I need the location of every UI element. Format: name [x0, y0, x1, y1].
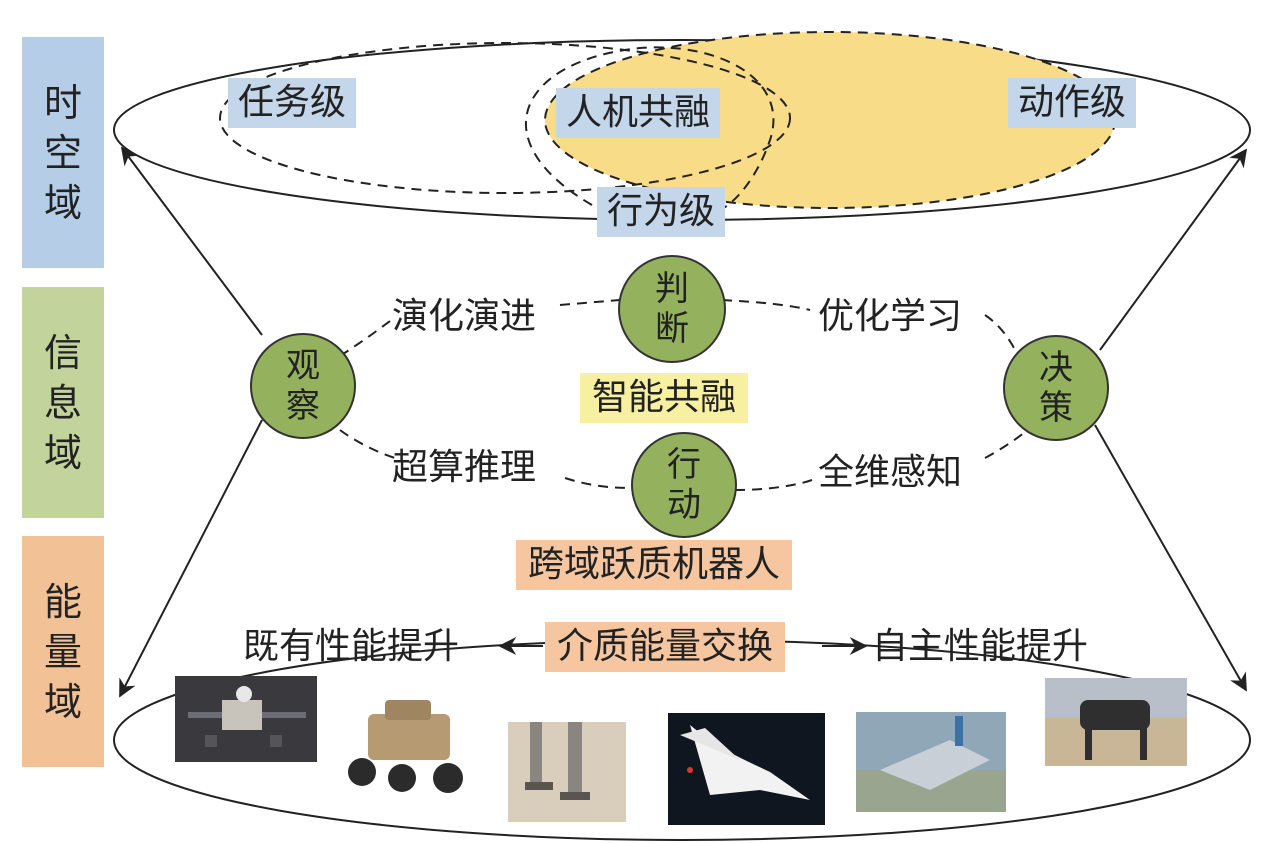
- existing-performance-label: 既有性能提升: [243, 626, 460, 667]
- domain-char: 空: [43, 130, 82, 175]
- domain-char: 时: [43, 80, 82, 125]
- optimize-label: 优化学习: [818, 296, 963, 337]
- domain-char: 域: [43, 679, 82, 724]
- arrow-decide-to-spacetime: [1099, 148, 1248, 351]
- node-char: 决: [1039, 348, 1073, 388]
- observe-node: 观 察: [250, 333, 356, 439]
- action-level-label: 动作级: [1008, 78, 1137, 128]
- morphing-wing-drone-photo: [856, 712, 1006, 812]
- energy-exchange-label: 介质能量交换: [545, 622, 786, 672]
- legged-robot-photo: [508, 722, 626, 822]
- node-char: 观: [286, 346, 320, 386]
- energy-domain-bar: 能 量 域: [22, 536, 104, 767]
- arrow-observe-to-spacetime: [120, 146, 263, 336]
- wheeled-vehicle-photo: [348, 700, 463, 793]
- domain-char: 域: [43, 430, 82, 475]
- task-level-label: 任务级: [228, 78, 357, 128]
- domain-char: 息: [43, 380, 82, 425]
- node-char: 动: [667, 485, 701, 525]
- domain-char: 信: [43, 330, 82, 375]
- arrow-observe-to-energy: [119, 419, 263, 698]
- compute-label: 超算推理: [392, 447, 537, 488]
- spacetime-domain-bar: 时 空 域: [22, 37, 104, 268]
- info-domain-bar: 信 息 域: [22, 287, 104, 518]
- domain-char: 量: [43, 629, 82, 674]
- judge-node: 判 断: [618, 255, 726, 363]
- node-char: 察: [286, 386, 320, 426]
- perception-label: 全维感知: [818, 452, 963, 493]
- node-char: 断: [655, 309, 689, 349]
- domain-char: 域: [43, 180, 82, 225]
- morphing-aircraft-photo: [668, 713, 825, 825]
- intelligent-fusion-label: 智能共融: [580, 373, 749, 423]
- arrow-decide-to-energy: [1094, 424, 1247, 692]
- behavior-level-label: 行为级: [597, 187, 726, 237]
- node-char: 行: [667, 445, 701, 485]
- act-node: 行 动: [631, 432, 737, 538]
- node-char: 判: [655, 269, 689, 309]
- quadruped-robot-photo: [1045, 678, 1187, 766]
- domain-char: 能: [43, 579, 82, 624]
- decide-node: 决 策: [1003, 335, 1109, 441]
- task-level-region: [219, 42, 791, 194]
- cross-domain-robot-label: 跨域跃质机器人: [516, 540, 793, 590]
- node-char: 策: [1039, 388, 1073, 428]
- lunar-rover-photo: [175, 676, 317, 762]
- autonomous-performance-label: 自主性能提升: [872, 626, 1089, 667]
- evolution-label: 演化演进: [392, 296, 537, 337]
- human-machine-label: 人机共融: [556, 88, 721, 138]
- behavior-level-region: [524, 46, 775, 211]
